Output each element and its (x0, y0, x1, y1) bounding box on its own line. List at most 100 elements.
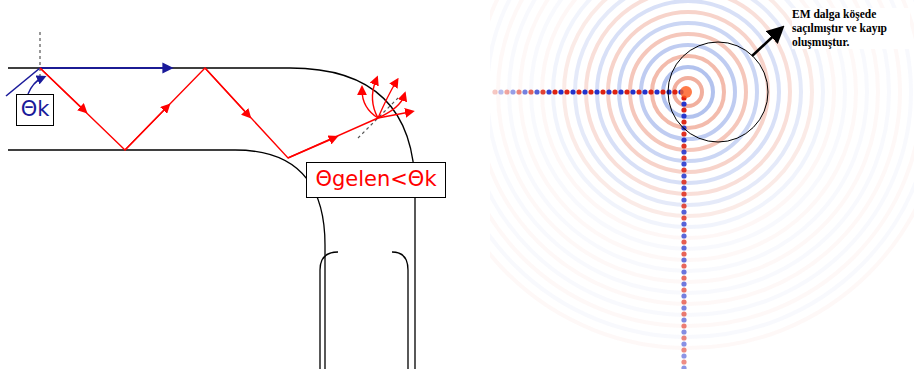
field-dot (636, 89, 641, 94)
ray-arrow (205, 68, 248, 115)
annotation-note: EM dalga köşede saçılmıştır ve kayıp olu… (792, 8, 910, 49)
field-dot (681, 293, 686, 298)
field-dot (681, 347, 686, 352)
field-dot (681, 341, 686, 346)
field-dot (606, 89, 611, 94)
ray-path (40, 68, 378, 158)
ripple (586, 0, 790, 194)
field-dot (681, 191, 686, 196)
ripple (490, 0, 914, 337)
field-dot (681, 107, 686, 112)
field-dot (648, 89, 653, 94)
field-dot (681, 287, 686, 292)
field-dot (534, 89, 539, 94)
field-dot (612, 89, 617, 94)
field-dot (681, 251, 686, 256)
field-dot (558, 89, 563, 94)
field-dot (681, 329, 686, 334)
joint-outer (392, 252, 408, 369)
field-dot (672, 89, 677, 94)
field-dot (681, 311, 686, 316)
critical-ray (40, 67, 170, 69)
inner-wall (8, 150, 325, 369)
field-dot (681, 227, 686, 232)
field-dot (660, 89, 665, 94)
field-dot (681, 119, 686, 124)
field-dot (681, 353, 686, 358)
field-dot (681, 173, 686, 178)
ripple (641, 45, 735, 139)
field-dot (570, 89, 575, 94)
escape-ray (372, 80, 378, 118)
escape-ray (378, 96, 404, 118)
field-dot (681, 239, 686, 244)
field-dot (600, 89, 605, 94)
ripple (652, 56, 724, 128)
scattered-field (490, 0, 914, 348)
waveguide-wall (8, 68, 415, 369)
field-dot (681, 359, 686, 364)
field-dot (681, 143, 686, 148)
field-dot (666, 89, 671, 94)
field-dot (681, 281, 686, 286)
field-dot (681, 167, 686, 172)
field-dot (681, 275, 686, 280)
field-dot (681, 209, 686, 214)
corner-hotspot (680, 86, 692, 98)
field-dot (681, 335, 686, 340)
field-dot (498, 89, 503, 94)
field-dot (681, 137, 686, 142)
ripple (575, 0, 801, 205)
angle-box: Θk (16, 94, 55, 125)
field-dot (504, 89, 509, 94)
field-dot (681, 299, 686, 304)
normal-line (39, 32, 40, 78)
angle-arc (28, 78, 42, 94)
field-dot (681, 101, 686, 106)
field-dot (546, 89, 551, 94)
ripple (674, 78, 702, 106)
field-dot (681, 197, 686, 202)
field-dot (681, 365, 686, 369)
field-dot (681, 131, 686, 136)
joint-inner (320, 252, 338, 369)
field-dot (516, 89, 521, 94)
field-dot (681, 203, 686, 208)
escape-ray (362, 90, 378, 118)
ripple (564, 0, 812, 216)
field-dot (564, 89, 569, 94)
field-dot (582, 89, 587, 94)
field-dot (681, 263, 686, 268)
field-dot (681, 323, 686, 328)
field-dot (630, 89, 635, 94)
ripple (597, 1, 779, 183)
field-dot (576, 89, 581, 94)
field-dot (681, 161, 686, 166)
guided-wave (492, 86, 692, 369)
field-dot (681, 215, 686, 220)
ripple (608, 12, 768, 172)
angle-label: Θk (21, 98, 50, 121)
ripple (553, 0, 823, 227)
field-dot (522, 89, 527, 94)
field-dot (594, 89, 599, 94)
field-dot (681, 269, 686, 274)
ripple (490, 0, 911, 315)
field-dot (681, 221, 686, 226)
field-dot (681, 233, 686, 238)
field-dot (492, 89, 497, 94)
field-dot (681, 185, 686, 190)
field-dot (588, 89, 593, 94)
ray-arrow (288, 138, 334, 158)
field-dot (618, 89, 623, 94)
condition-box: Θgelen<Θk (306, 162, 445, 197)
field-dot (528, 89, 533, 94)
guided-ray (40, 68, 410, 158)
field-dot (510, 89, 515, 94)
ripple (619, 23, 757, 161)
ripple (542, 0, 834, 238)
field-dot (681, 155, 686, 160)
field-dot (681, 113, 686, 118)
